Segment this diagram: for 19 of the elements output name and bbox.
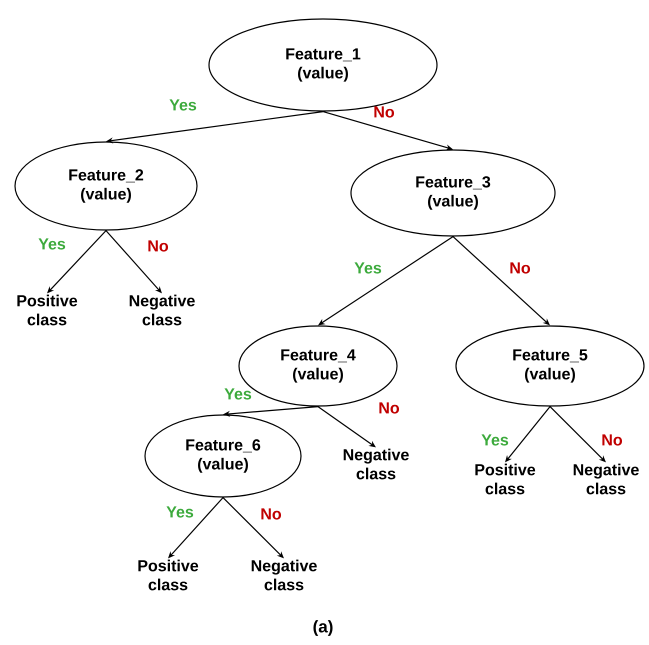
leaf-label: Positive class: [138, 560, 198, 590]
edge-label: No: [602, 434, 622, 446]
leaf-label: Negative class: [574, 464, 639, 494]
leaf-label: Negative class: [252, 560, 317, 590]
leaf-label: Positive class: [475, 464, 536, 494]
edge-label: Yes: [38, 238, 66, 250]
edge-label: Yes: [481, 434, 508, 446]
edge-label: Yes: [169, 99, 196, 111]
caption: (a): [313, 620, 333, 636]
leaf-label: Negative class: [130, 294, 195, 326]
leaf-label: Negative class: [344, 448, 409, 480]
edge-label: Yes: [224, 388, 252, 400]
edge-label: No: [379, 402, 400, 414]
leaf-label: Positive class: [17, 294, 78, 326]
edge-label: Yes: [354, 262, 382, 274]
edge-label: No: [510, 262, 530, 274]
edge-label: No: [148, 240, 168, 252]
edge-label: No: [261, 508, 282, 520]
edge-label: Yes: [166, 506, 194, 518]
